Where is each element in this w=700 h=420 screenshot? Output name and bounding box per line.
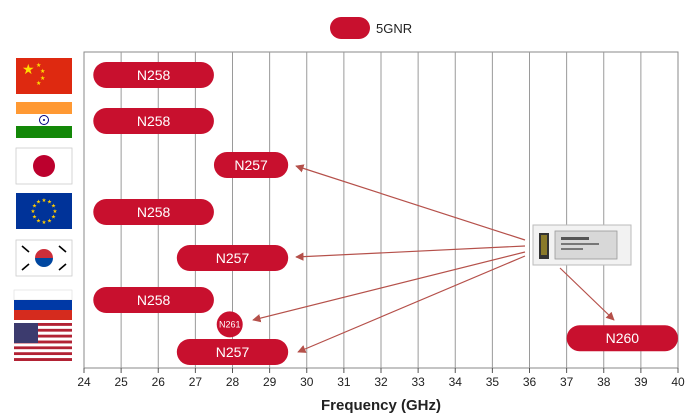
- x-tick-label: 38: [597, 375, 611, 389]
- usa-stripe: [14, 323, 72, 326]
- band-label: N258: [137, 113, 171, 129]
- legend-swatch: [330, 17, 370, 39]
- eu-star-icon: ★: [42, 219, 47, 226]
- eu-star-icon: ★: [42, 197, 47, 204]
- band-label: N261: [219, 320, 241, 330]
- band-label: N258: [137, 67, 171, 83]
- band-label: N260: [606, 330, 640, 346]
- eu-star-icon: ★: [32, 214, 37, 221]
- x-tick-label: 32: [374, 375, 388, 389]
- band-n260-usa: N260: [566, 325, 678, 352]
- band-n261-usa: N261: [216, 311, 243, 338]
- eu-star-icon: ★: [51, 214, 56, 221]
- band-shape: [176, 339, 289, 365]
- pointer-arrow: [295, 164, 526, 241]
- usa-stripe: [14, 331, 72, 335]
- x-tick-label: 37: [560, 375, 574, 389]
- pointer-arrow: [295, 245, 526, 261]
- eu-star-icon: ★: [36, 218, 41, 225]
- usa-stripe: [14, 355, 72, 359]
- eu-star-icon: ★: [47, 218, 52, 225]
- usa-stripe: [14, 349, 72, 353]
- pointer-arrow: [252, 251, 526, 323]
- svg-text:★: ★: [36, 80, 41, 87]
- x-tick-label: 36: [523, 375, 537, 389]
- pointer-arrow: [559, 267, 615, 321]
- band-n258-india: N258: [93, 108, 214, 134]
- eu-star-icon: ★: [53, 208, 58, 215]
- usa-stripe: [14, 340, 72, 344]
- korea-flag: [15, 239, 73, 277]
- legend: 5GNR: [330, 17, 412, 39]
- usa-stripe: [14, 346, 72, 350]
- flags-column: ★ ★ ★ ★ ★ ★★★★★★★★★★★★: [13, 58, 73, 361]
- eu-star-icon: ★: [47, 198, 52, 205]
- x-tick-label: 25: [114, 375, 128, 389]
- band-n257-korea: N257: [176, 245, 289, 271]
- band-label: N257: [234, 157, 268, 173]
- x-axis-title: Frequency (GHz): [321, 397, 441, 414]
- usa-stripe: [14, 352, 72, 356]
- band-shape: [93, 199, 214, 225]
- pointer-arrow: [297, 255, 526, 353]
- x-tick-label: 34: [449, 375, 463, 389]
- svg-text:★: ★: [22, 61, 35, 77]
- band-shape: [566, 325, 678, 352]
- x-tick-label: 39: [634, 375, 648, 389]
- x-tick-label: 33: [411, 375, 425, 389]
- usa-stripe: [14, 358, 72, 361]
- x-tick-label: 29: [263, 375, 277, 389]
- band-label: N257: [216, 250, 250, 266]
- eu-star-icon: ★: [36, 198, 41, 205]
- india-flag: [16, 102, 72, 138]
- band-shape: [213, 152, 289, 178]
- band-label: N258: [137, 204, 171, 220]
- band-label: N257: [216, 344, 250, 360]
- usa-stripe: [14, 343, 72, 347]
- china-flag: ★ ★ ★ ★ ★: [16, 58, 72, 94]
- band-shape: [93, 62, 214, 88]
- eu-star-icon: ★: [51, 203, 56, 210]
- arrows: [252, 164, 615, 353]
- x-tick-label: 40: [671, 375, 685, 389]
- band-shape: [216, 311, 243, 338]
- x-tick-label: 31: [337, 375, 351, 389]
- legend-label: 5GNR: [376, 21, 412, 36]
- band-shape: [93, 108, 214, 134]
- x-tick-label: 35: [486, 375, 500, 389]
- band-n257-usa: N257: [176, 339, 289, 365]
- eu-star-icon: ★: [31, 208, 36, 215]
- usa-stripe: [14, 328, 72, 332]
- band-n258-russia: N258: [93, 287, 214, 313]
- usa-stripe: [14, 334, 72, 338]
- band-n258-eu: N258: [93, 199, 214, 225]
- x-axis-ticks: 24 25 26 27 28 29 30 31 32 33 34 35 36 37 38 39 40: [77, 368, 685, 389]
- band-label: N258: [137, 292, 171, 308]
- x-tick-label: 24: [77, 375, 91, 389]
- band-n257-japan: N257: [213, 152, 289, 178]
- usa-stripe: [14, 325, 72, 329]
- usa-flag: [14, 323, 72, 361]
- eu-flag: ★★★★★★★★★★★★: [16, 193, 72, 229]
- svg-text:★: ★: [40, 68, 45, 75]
- x-tick-label: 26: [152, 375, 166, 389]
- svg-text:★: ★: [36, 62, 41, 69]
- x-tick-label: 30: [300, 375, 314, 389]
- x-tick-label: 28: [226, 375, 240, 389]
- usa-stripe: [14, 337, 72, 341]
- eu-star-icon: ★: [32, 203, 37, 210]
- mmwave-module-image: [532, 224, 632, 266]
- japan-flag: [15, 147, 73, 185]
- band-shape: [176, 245, 289, 271]
- band-n258-china: N258: [93, 62, 214, 88]
- x-tick-label: 27: [189, 375, 203, 389]
- svg-text:★: ★: [40, 75, 45, 82]
- russia-flag: [13, 289, 73, 320]
- band-shape: [93, 287, 214, 313]
